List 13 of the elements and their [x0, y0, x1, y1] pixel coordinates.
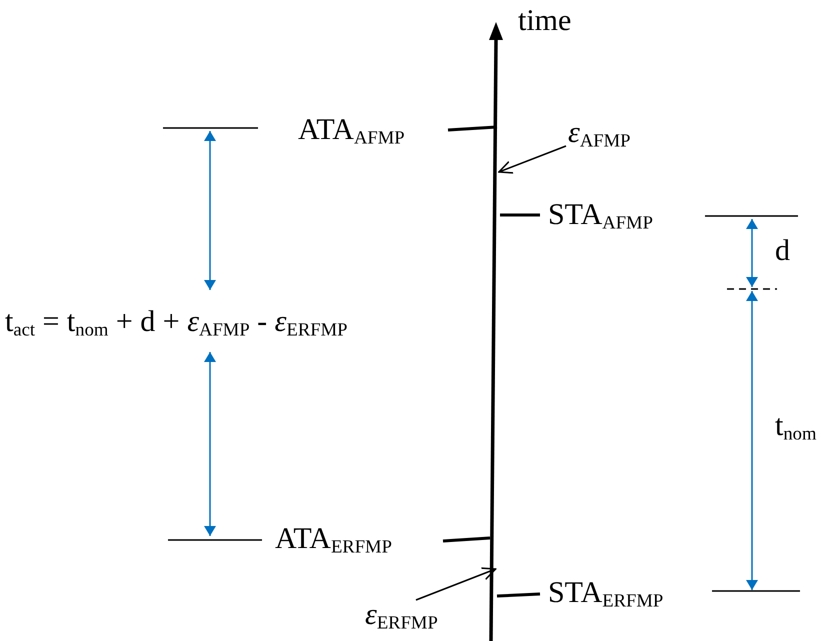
error-label: ε$_{AFMP}$	[568, 116, 630, 150]
event-label: STA$_{ERFMP}$	[548, 576, 664, 610]
leader-arrow	[498, 145, 566, 174]
leader-arrow	[416, 567, 496, 601]
dimension-label: t$_{nom}$	[775, 409, 816, 443]
event-label: ATA$_{AFMP}$	[298, 113, 405, 147]
event-label: ATA$_{ERFMP}$	[275, 522, 392, 556]
dimension-label: d	[775, 234, 790, 268]
error-label: ε$_{ERFMP}$	[365, 598, 438, 632]
time-axis	[489, 22, 503, 641]
event-label: STA$_{AFMP}$	[548, 198, 653, 232]
formula-label: t$_{act}$ = t$_{nom}$ + d + ε$_{AFMP}$ - ε$_{ERFMP}$	[5, 305, 348, 339]
axis-label: time	[518, 4, 572, 38]
